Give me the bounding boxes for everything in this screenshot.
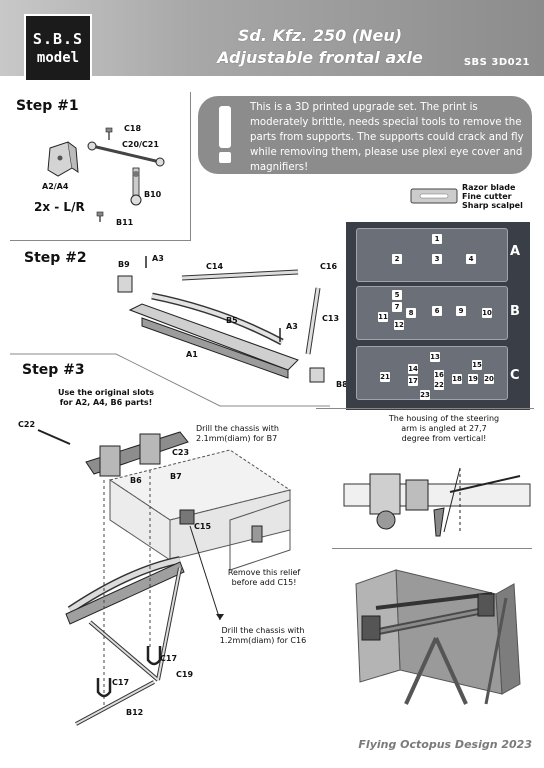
part-number: 9 <box>456 306 466 316</box>
part-number: 19 <box>468 374 478 384</box>
part-number: 1 <box>432 234 442 244</box>
part-number: 11 <box>378 312 388 322</box>
slots-note: Use the original slots for A2, A4, B6 pa… <box>57 388 155 407</box>
label-b10: B10 <box>144 190 162 199</box>
tool-razor-blade: Razor blade <box>462 183 516 192</box>
step2-title: Step #2 <box>24 250 87 266</box>
step1-quantity: 2x - L/R <box>34 200 85 214</box>
tool-sharp-scalpel: Sharp scalpel <box>462 201 523 210</box>
label-b5: B5 <box>226 316 238 325</box>
part-number: 23 <box>420 390 430 400</box>
part-number: 2 <box>392 254 402 264</box>
step2-axle-illustration <box>117 256 325 383</box>
label-c17-left: C17 <box>112 678 130 687</box>
label-b9: B9 <box>118 260 130 269</box>
label-c17-right: C17 <box>160 654 178 663</box>
part-number: 3 <box>432 254 442 264</box>
label-c23: C23 <box>172 448 190 457</box>
label-a3-bottom: A3 <box>286 322 298 331</box>
logo-line2: model <box>36 50 80 66</box>
part-number: 6 <box>432 306 442 316</box>
tool-fine-cutter: Fine cutter <box>462 192 512 201</box>
part-number: 18 <box>452 374 462 384</box>
label-a3-top: A3 <box>152 254 164 263</box>
steering-angle-note: The housing of the steering arm is angle… <box>388 414 500 443</box>
steering-side-view <box>343 467 531 537</box>
part-number: 17 <box>408 376 418 386</box>
part-number: 14 <box>408 364 418 374</box>
razor-blade-icon <box>410 186 458 208</box>
render-divider <box>332 548 532 549</box>
footer-credit: Flying Octopus Design 2023 <box>358 738 532 751</box>
part-number: 21 <box>380 372 390 382</box>
part-number: 15 <box>472 360 482 370</box>
label-c14: C14 <box>206 262 224 271</box>
logo-line1: S.B.S <box>32 30 84 48</box>
step3-title: Step #3 <box>22 362 85 378</box>
axle-3d-render <box>355 569 521 705</box>
label-a2-a4: A2/A4 <box>42 182 69 191</box>
tools-list: Razor blade Fine cutter Sharp scalpel <box>462 183 523 210</box>
row-label-c: C <box>510 368 520 383</box>
steering-divider <box>316 408 534 409</box>
part-number: 10 <box>482 308 492 318</box>
product-code: SBS 3D021 <box>463 57 530 68</box>
part-number: 12 <box>394 320 404 330</box>
label-b6: B6 <box>130 476 142 485</box>
part-number: 7 <box>392 302 402 312</box>
part-number: 20 <box>484 374 494 384</box>
step3-assembly-illustration <box>37 429 292 726</box>
row-label-b: B <box>510 304 520 319</box>
step3-divider <box>10 353 330 407</box>
part-number: 13 <box>430 352 440 362</box>
part-number: 4 <box>466 254 476 264</box>
label-c16: C16 <box>320 262 338 271</box>
part-number: 16 <box>434 370 444 380</box>
step1-title: Step #1 <box>16 98 79 114</box>
drill-b7-note: Drill the chassis with 2.1mm(diam) for B… <box>196 424 279 443</box>
label-b7: B7 <box>170 472 182 481</box>
exclamation-icon <box>210 104 240 164</box>
part-number: 22 <box>434 380 444 390</box>
document-subtitle: Adjustable frontal axle <box>217 48 423 67</box>
label-c18: C18 <box>124 124 142 133</box>
label-c15: C15 <box>194 522 212 531</box>
label-b8: B8 <box>336 380 348 389</box>
step1-parts-illustration <box>47 127 165 222</box>
row-label-a: A <box>510 244 521 259</box>
part-number: 8 <box>406 308 416 318</box>
label-b11: B11 <box>116 218 134 227</box>
label-c13: C13 <box>322 314 340 323</box>
label-c20-c21: C20/C21 <box>122 140 159 149</box>
label-c19: C19 <box>176 670 194 679</box>
label-a1: A1 <box>186 350 198 359</box>
document-title: Sd. Kfz. 250 (Neu) <box>237 26 403 45</box>
label-c22: C22 <box>18 420 36 429</box>
label-b12: B12 <box>126 708 144 717</box>
part-number: 5 <box>392 290 402 300</box>
parts-sprue-photo: A B C 1 2 3 4 5 7 11 8 6 9 10 12 13 15 1… <box>346 222 530 410</box>
relief-note: Remove this relief before add C15! <box>227 568 301 587</box>
warning-box <box>198 96 532 174</box>
step1-frame <box>10 92 191 241</box>
warning-text: This is a 3D printed upgrade set. The pr… <box>250 102 524 173</box>
drill-c16-note: Drill the chassis with 1.2mm(diam) for C… <box>219 626 307 645</box>
sbs-logo: S.B.S model <box>24 14 92 82</box>
